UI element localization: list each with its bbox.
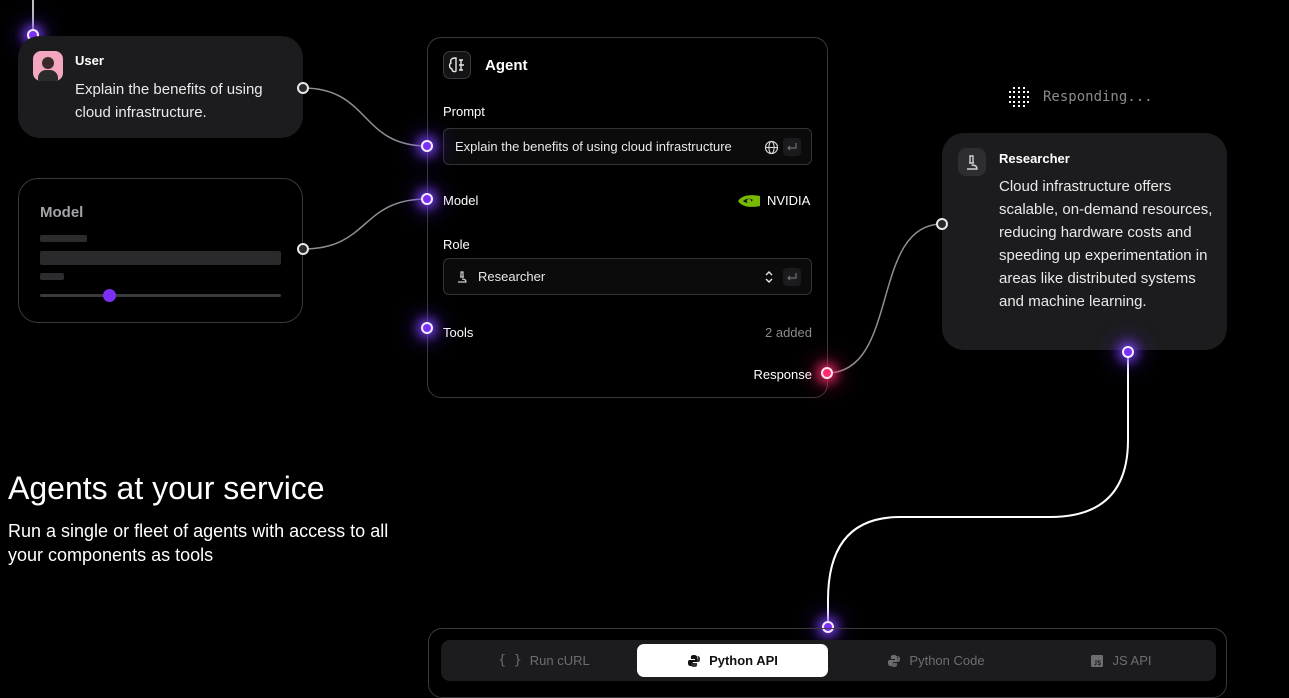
model-input-port[interactable] <box>421 193 433 205</box>
microscope-icon <box>967 155 978 170</box>
prompt-label: Prompt <box>443 104 485 119</box>
skeleton-line <box>40 235 87 242</box>
model-output-port[interactable] <box>297 243 309 255</box>
user-name: User <box>75 53 104 68</box>
api-tab-bar: { } Run cURL Python API Python Code JS A… <box>441 640 1216 681</box>
tools-input-port[interactable] <box>421 322 433 334</box>
api-input-port[interactable] <box>822 621 834 633</box>
researcher-input-port[interactable] <box>936 218 948 230</box>
tab-js-api[interactable]: JS API <box>1031 644 1211 677</box>
globe-icon[interactable] <box>764 140 779 155</box>
microscope-icon <box>458 271 467 283</box>
skeleton-line <box>40 273 64 280</box>
tools-label: Tools <box>443 325 474 340</box>
enter-key-icon[interactable] <box>783 268 801 286</box>
python-icon <box>888 654 901 667</box>
user-node[interactable]: User Explain the benefits of using cloud… <box>18 36 303 138</box>
researcher-avatar <box>958 148 986 176</box>
role-select[interactable]: Researcher <box>443 258 812 295</box>
api-panel: { } Run cURL Python API Python Code JS A… <box>428 628 1227 698</box>
prompt-input[interactable]: Explain the benefits of using cloud infr… <box>443 128 812 165</box>
enter-key-icon[interactable] <box>783 138 801 156</box>
responding-status: Responding... <box>1043 89 1153 105</box>
python-icon <box>688 654 701 667</box>
model-provider[interactable]: NVIDIA <box>767 193 811 208</box>
researcher-name: Researcher <box>999 151 1070 166</box>
tab-run-curl[interactable]: { } Run cURL <box>498 653 590 668</box>
braces-icon: { } <box>498 653 522 668</box>
user-avatar <box>33 51 63 81</box>
js-icon <box>1091 654 1104 667</box>
user-message: Explain the benefits of using cloud infr… <box>75 81 263 121</box>
loading-dots-icon <box>1009 87 1029 107</box>
response-label: Response <box>753 367 812 382</box>
hero-subheading: Run a single or fleet of agents with acc… <box>8 521 389 565</box>
agent-icon-box <box>443 51 471 79</box>
prompt-input-value: Explain the benefits of using cloud infr… <box>455 139 732 154</box>
researcher-output-port[interactable] <box>1122 346 1134 358</box>
model-node-title: Model <box>40 204 84 221</box>
wire-researcher-api <box>827 352 1129 627</box>
researcher-message: Cloud infrastructure offers scalable, on… <box>999 178 1213 310</box>
skeleton-field <box>40 251 281 265</box>
nvidia-logo-icon <box>738 195 760 207</box>
slider-track[interactable] <box>40 294 281 297</box>
wire-user-prompt <box>302 87 428 147</box>
wire-response-researcher <box>826 223 943 374</box>
hero-heading: Agents at your service <box>8 470 325 506</box>
slider-thumb[interactable] <box>103 289 116 302</box>
agent-title: Agent <box>485 57 528 74</box>
tab-python-api[interactable]: Python API <box>637 644 828 677</box>
agent-node[interactable]: Agent Prompt Explain the benefits of usi… <box>427 37 828 398</box>
chevron-up-down-icon[interactable] <box>764 269 774 285</box>
tab-python-code[interactable]: Python Code <box>841 644 1031 677</box>
researcher-node[interactable]: Researcher Cloud infrastructure offers s… <box>942 133 1227 350</box>
prompt-input-port[interactable] <box>421 140 433 152</box>
role-label: Role <box>443 237 470 252</box>
brain-icon <box>448 57 464 73</box>
model-label: Model <box>443 193 479 208</box>
wire-model-agent <box>302 198 428 250</box>
tools-count[interactable]: 2 added <box>765 325 812 340</box>
role-value: Researcher <box>478 269 546 284</box>
user-output-port[interactable] <box>297 82 309 94</box>
response-output-port[interactable] <box>821 367 833 379</box>
model-node[interactable]: Model <box>18 178 303 323</box>
